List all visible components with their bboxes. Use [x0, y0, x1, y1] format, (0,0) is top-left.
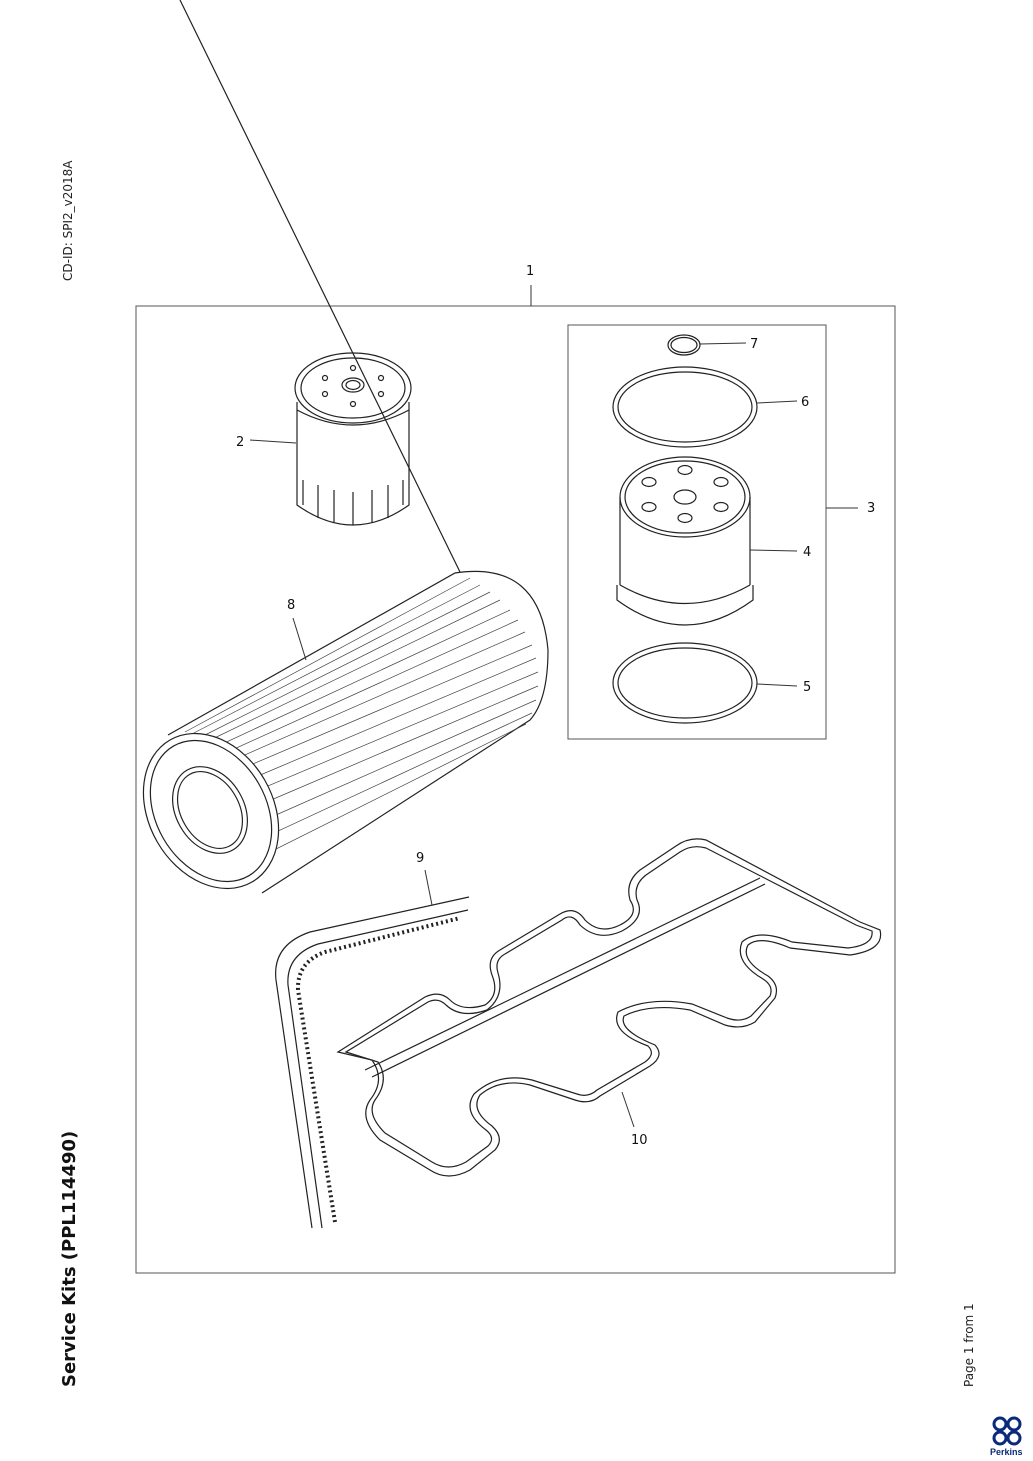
callout-4: 4: [803, 545, 811, 560]
callout-2: 2: [236, 435, 244, 450]
top-seal-ring-part: [612, 366, 758, 448]
callout-6: 6: [801, 395, 809, 410]
callout-7: 7: [750, 337, 758, 352]
drive-belt-part: [275, 896, 470, 1229]
bottom-seal-ring-part: [612, 642, 758, 724]
subkit-frame: [567, 324, 827, 740]
callout-9: 9: [416, 851, 424, 866]
kit-frame: [135, 305, 896, 1274]
callout-5: 5: [803, 680, 811, 695]
perkins-logo-icon: [992, 1416, 1022, 1446]
callout-1: 1: [526, 264, 534, 279]
brand-name: Perkins: [990, 1447, 1023, 1457]
oil-filter-part: [294, 352, 412, 526]
fuel-filter-element-part: [616, 456, 754, 626]
callout-10: 10: [631, 1133, 648, 1148]
callout-3: 3: [867, 501, 875, 516]
small-o-ring-part: [667, 334, 701, 356]
air-filter-element-part: [142, 0, 549, 894]
callout-8: 8: [287, 598, 295, 613]
gasket-part: [336, 838, 882, 1177]
